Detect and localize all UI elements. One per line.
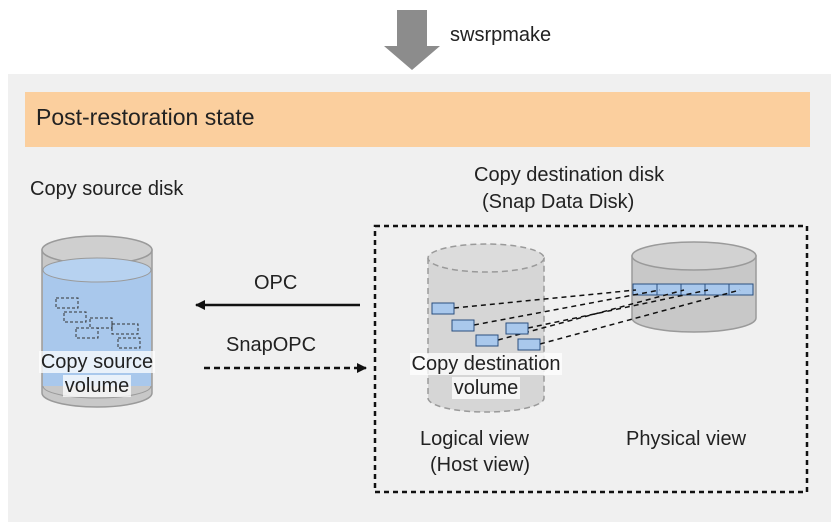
- top-command-label: swsrpmake: [450, 24, 552, 46]
- logical-view-line1: Logical view: [420, 428, 529, 450]
- dest-volume-line1: Copy destination: [409, 353, 563, 375]
- down-arrow-icon: [384, 10, 440, 70]
- mapping-lines: [453, 289, 741, 345]
- state-banner: [25, 92, 810, 147]
- destination-disk-frame: [373, 224, 809, 494]
- dest-disk-label-line1: Copy destination disk: [474, 164, 665, 186]
- banner-title: Post-restoration state: [36, 104, 255, 130]
- source-disk-label: Copy source disk: [30, 178, 184, 200]
- opc-label: OPC: [254, 272, 298, 294]
- source-volume-label: Copy source volume: [38, 350, 156, 398]
- source-volume-line1: Copy source: [38, 351, 156, 373]
- source-volume-line2: volume: [62, 375, 132, 397]
- physical-view-label: Physical view: [626, 428, 747, 450]
- logical-blocks: [431, 302, 541, 351]
- dest-volume-label: Copy destination volume: [392, 352, 580, 400]
- dest-volume-line2: volume: [451, 377, 521, 399]
- snapopc-label: SnapOPC: [226, 334, 317, 356]
- dest-disk-label-line2: (Snap Data Disk): [482, 191, 635, 213]
- physical-view-cylinder: [631, 241, 757, 333]
- logical-view-line2: (Host view): [430, 454, 531, 476]
